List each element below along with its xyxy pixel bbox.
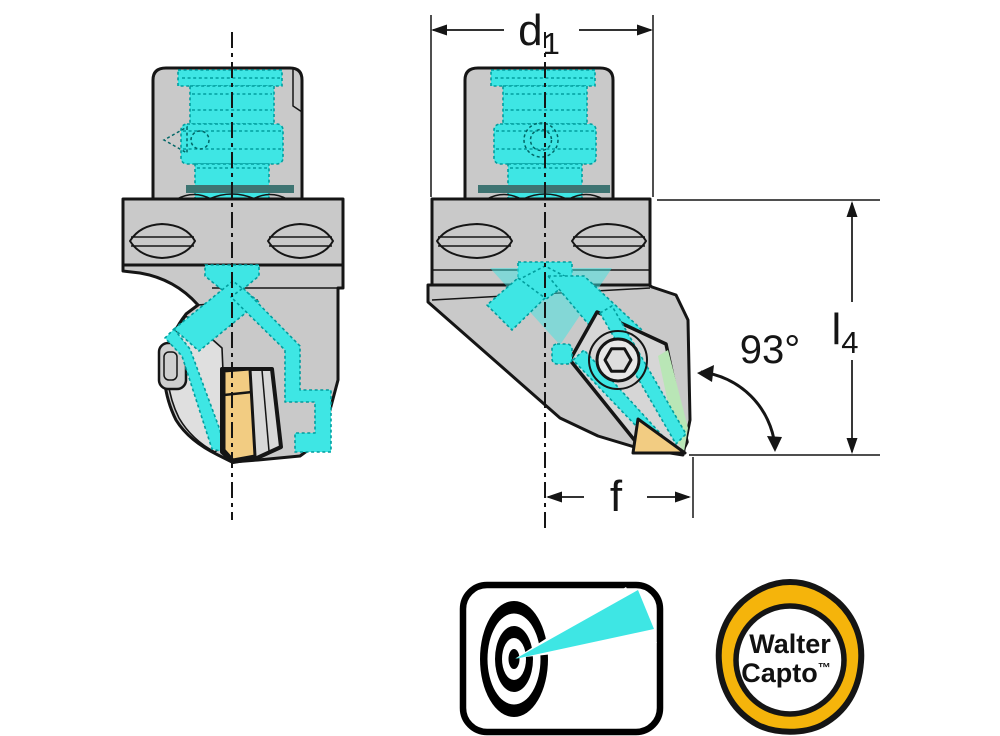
- dimension-angle-93: 93°: [697, 328, 800, 452]
- side-port-circle: [190, 130, 210, 150]
- front-clamp-screw: [588, 330, 648, 390]
- front-coolant-blob: [551, 343, 573, 365]
- dimension-d1: d1: [430, 6, 654, 197]
- side-shank-notch: [292, 68, 303, 113]
- l4-label: l4: [831, 305, 858, 360]
- precision-coolant-icon: [459, 581, 664, 736]
- l4-arrow-down: [846, 438, 858, 454]
- f-arrow-left: [546, 491, 562, 503]
- logo-text-walter: Walter: [749, 629, 831, 659]
- side-clamp-boss-inner: [163, 351, 178, 381]
- walter-capto-logo: Walter Capto™: [715, 578, 865, 735]
- f-label: f: [610, 472, 623, 521]
- front-bore-hole-inner: [529, 128, 553, 152]
- l4-arrow-up: [846, 201, 858, 217]
- side-flange-lens-left: [129, 223, 196, 259]
- dimension-l4: l4: [657, 199, 880, 456]
- side-insert-assembly: [220, 367, 283, 464]
- angle-arrow-left: [697, 365, 714, 382]
- angle-arrow-down: [767, 436, 782, 452]
- front-bore-hole-outer: [523, 122, 559, 158]
- front-insert-tip: [631, 417, 687, 455]
- logo-circle: [733, 603, 847, 717]
- logo-text-capto: Capto™: [741, 658, 831, 688]
- f-arrow-right: [675, 491, 691, 503]
- angle-arc: [700, 370, 777, 447]
- front-flange-lens-right: [571, 223, 647, 259]
- side-flange-lens-right: [267, 223, 334, 259]
- side-insert: [222, 367, 257, 462]
- front-flange-lens-left: [436, 223, 513, 259]
- d1-arrow-right: [637, 24, 653, 36]
- d1-label: d1: [518, 6, 560, 61]
- coolant-beam-icon: [515, 590, 654, 659]
- front-view: [426, 32, 692, 532]
- front-insert-cartridge: [551, 305, 689, 455]
- angle-label: 93°: [740, 328, 801, 372]
- d1-arrow-left: [431, 24, 447, 36]
- side-view: [121, 32, 345, 520]
- target-icon: [480, 601, 548, 717]
- side-dark-band: [186, 185, 294, 193]
- dimension-f: f: [546, 457, 694, 521]
- side-port-cone: [162, 125, 188, 155]
